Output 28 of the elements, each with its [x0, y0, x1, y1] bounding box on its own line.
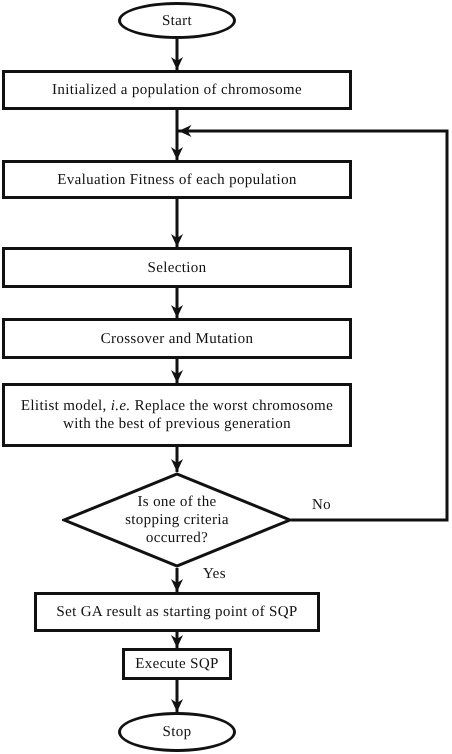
- step-text: Elitist model, i.e. Replace the worst chromosome with the best of previous generation: [20, 397, 334, 433]
- terminal-text: Stop: [162, 723, 192, 741]
- process-box: [2, 318, 352, 359]
- process-box: [2, 160, 352, 199]
- arrow: [171, 568, 183, 592]
- step-text: Set GA result as starting point of SQP: [56, 603, 298, 621]
- process-box: [2, 70, 352, 110]
- question-text: Is one of the stopping criteria occurred?: [124, 493, 230, 547]
- arrow: [171, 110, 183, 160]
- step-text: Initialized a population of chromosome: [52, 81, 302, 99]
- step-text: Crossover and Mutation: [100, 330, 254, 348]
- decision-diamond: [62, 472, 292, 568]
- arrow: [171, 39, 183, 70]
- arrow: [171, 359, 183, 383]
- terminal-text: Start: [162, 12, 192, 30]
- edge-label: Yes: [203, 565, 226, 583]
- process-box: [34, 592, 320, 632]
- step-text: Evaluation Fitness of each population: [57, 170, 297, 188]
- arrow: [171, 288, 183, 318]
- process-box: [2, 383, 352, 447]
- process-box: [122, 648, 232, 680]
- arrow: [171, 447, 183, 472]
- step-text: Selection: [148, 258, 206, 276]
- arrow: [171, 199, 183, 247]
- arrow: [171, 632, 183, 648]
- process-box: [2, 247, 352, 288]
- step-text: Execute SQP: [135, 655, 219, 673]
- arrow: [171, 680, 183, 712]
